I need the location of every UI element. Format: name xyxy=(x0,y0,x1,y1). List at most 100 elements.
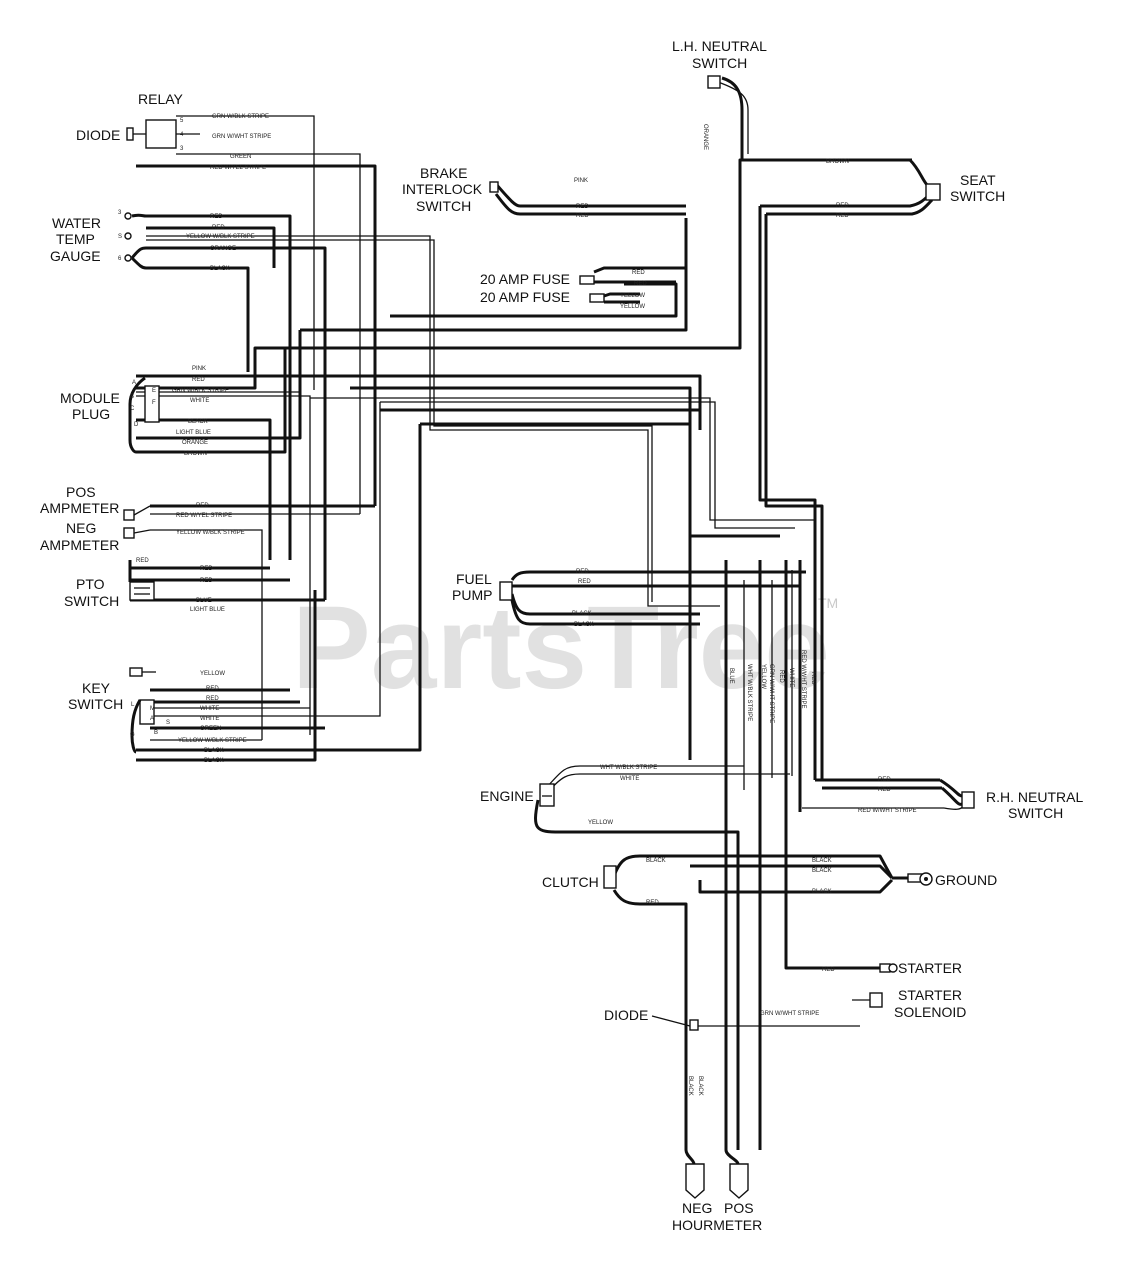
water-label: WATER xyxy=(52,215,101,231)
key-pin-b: B xyxy=(154,730,158,736)
rh-neutral-switch-symbol xyxy=(961,791,975,809)
starter-symbol xyxy=(870,963,898,973)
lh-neutral-label: L.H. NEUTRAL xyxy=(672,38,767,54)
wire-label: RED xyxy=(878,777,891,783)
relay-label: RELAY xyxy=(138,91,184,107)
wire-label: GRN W/BLK STRIPE xyxy=(172,388,229,394)
wire-label: RED xyxy=(878,787,891,793)
relay-pin-3: 3 xyxy=(180,146,184,152)
fuel-label: FUEL xyxy=(456,571,492,587)
fuse-1-label: 20 AMP FUSE xyxy=(480,271,570,287)
module-pin-e: E xyxy=(152,388,156,394)
wire-label: WHITE xyxy=(788,668,794,687)
interlock-label: INTERLOCK xyxy=(402,181,483,197)
wire-label: BROWN xyxy=(184,451,207,457)
key-pin-m: M xyxy=(150,706,155,712)
wire-label: BLACK xyxy=(204,758,224,764)
wire-label: RED W/YEL STRIPE xyxy=(176,513,232,519)
ampmeter-symbols xyxy=(123,505,151,539)
clutch-symbol xyxy=(603,865,617,889)
wire-label: BLACK xyxy=(574,622,594,628)
wire-label: ORANGE xyxy=(182,440,208,446)
fuse-symbols xyxy=(579,275,605,303)
wire-label: RED xyxy=(836,203,849,209)
pto-switch-label: SWITCH xyxy=(64,593,119,609)
brake-switch-label: SWITCH xyxy=(416,198,471,214)
wire-label: WHT W/BLK STRIPE xyxy=(600,765,657,771)
diode-bottom-label: DIODE xyxy=(604,1007,648,1023)
module-plug-symbol: A B C D E F xyxy=(128,376,160,454)
key-switch-label: SWITCH xyxy=(68,696,123,712)
neg-ampmeter-label-2: AMPMETER xyxy=(40,537,119,553)
wire-label: BLACK xyxy=(697,1076,703,1096)
wire-label: RED xyxy=(576,213,589,219)
wire-label: RED xyxy=(578,579,591,585)
wire-label: BLACK xyxy=(210,266,230,272)
wire-label: BLACK xyxy=(812,858,832,864)
neg-ampmeter-label-1: NEG xyxy=(66,520,96,536)
module-pin-b: B xyxy=(130,394,134,400)
pto-label: PTO xyxy=(76,576,105,592)
wire-label: GRN W/BLK STRIPE xyxy=(212,114,269,120)
wire-label: RED W/WHT STRIPE xyxy=(800,650,806,709)
wire-labels: GRN W/BLK STRIPE GRN W/WHT STRIPE GREEN … xyxy=(136,114,917,1096)
clutch-label: CLUTCH xyxy=(542,874,599,890)
wire-label: RED xyxy=(206,686,219,692)
gauge-pin-6: 6 xyxy=(118,256,122,262)
wire-label: RED xyxy=(778,670,784,683)
ground-symbol xyxy=(907,872,933,886)
wire-label: RED xyxy=(200,578,213,584)
temp-label: TEMP xyxy=(56,231,95,247)
wire-label: RED xyxy=(822,967,835,973)
neg-label: NEG xyxy=(682,1200,712,1216)
wire-label: BLACK xyxy=(646,858,666,864)
wire-label: GRN W/WHT STRIPE xyxy=(212,134,271,140)
wire-label: ORANGE xyxy=(210,246,236,252)
brake-interlock-switch-symbol xyxy=(489,181,499,193)
wire-label: BROWN xyxy=(826,159,849,165)
wire-label: GREEN xyxy=(230,154,251,160)
relay-pin-5: 5 xyxy=(180,118,184,124)
wire-label: LIGHT BLUE xyxy=(190,607,225,613)
seat-switch-label: SWITCH xyxy=(950,188,1005,204)
wire-label: RED xyxy=(634,281,647,287)
wire-label: WHITE xyxy=(200,716,219,722)
wire-label: BLACK xyxy=(687,1076,693,1096)
wire-label: BLACK xyxy=(188,419,208,425)
wire-label: RED W/WHT STRIPE xyxy=(858,808,917,814)
wire-label: GRN W/WHT STRIPE xyxy=(760,1011,819,1017)
rh-switch-label: SWITCH xyxy=(1008,805,1063,821)
wire-label: BLACK xyxy=(812,868,832,874)
component-labels: RELAY DIODE WATER TEMP GAUGE MODULE PLUG… xyxy=(40,38,1083,1233)
wire-label: WHT W/BLK STRIPE xyxy=(746,664,752,721)
wire-label: RED W/YEL STRIPE xyxy=(210,165,266,171)
pos-label: POS xyxy=(724,1200,754,1216)
module-pin-a: A xyxy=(132,380,136,386)
wire-label: YELLOW xyxy=(620,304,645,310)
wire-label: RED xyxy=(646,900,659,906)
key-label: KEY xyxy=(82,680,111,696)
key-pin-l: L xyxy=(131,702,135,708)
rh-neutral-label: R.H. NEUTRAL xyxy=(986,789,1083,805)
seat-switch-symbol xyxy=(925,183,941,201)
wire-label: PINK xyxy=(192,366,206,372)
wire-label: YELLOW xyxy=(200,671,225,677)
module-pin-d: D xyxy=(134,422,139,428)
wire-label: YELLOW W/BLK STRIPE xyxy=(186,234,255,240)
wire-label: YELLOW W/BLK STRIPE xyxy=(176,530,245,536)
wires xyxy=(130,76,965,1165)
wire-label: RED xyxy=(200,566,213,572)
wire-label: BLUE xyxy=(728,668,734,684)
ground-label: GROUND xyxy=(935,872,997,888)
relay-symbol: 5 4 3 xyxy=(126,118,184,152)
wire-label: WHITE xyxy=(200,706,219,712)
seat-label: SEAT xyxy=(960,172,996,188)
wire-label: RED xyxy=(810,672,816,685)
wire-label: RED xyxy=(836,213,849,219)
wire-label: YELLOW W/BLK STRIPE xyxy=(178,738,247,744)
wire-label: BLACK xyxy=(204,748,224,754)
wire-label: YELLOW xyxy=(588,820,613,826)
wire-label: YELLOW xyxy=(760,664,766,689)
wire-label: BLACK xyxy=(812,889,832,895)
